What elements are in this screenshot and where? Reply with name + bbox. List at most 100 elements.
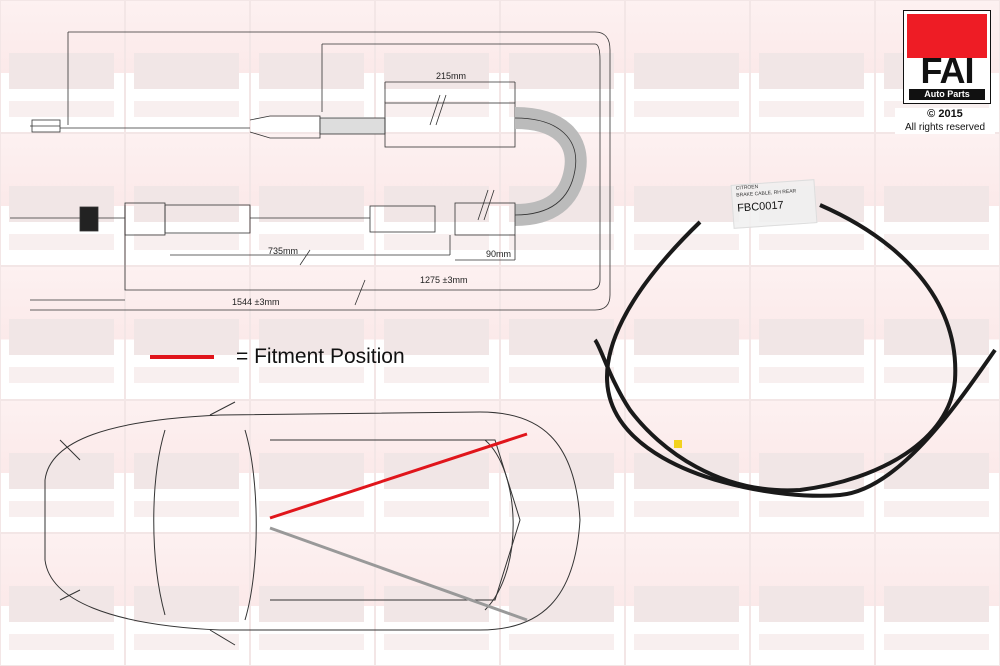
dim-90: 90mm [486,249,511,259]
watermark-sub-shape [259,367,364,384]
watermark-logo-shape [259,585,364,622]
watermark-sub-shape [9,367,114,384]
watermark-sub-shape [759,367,864,384]
fitment-line [269,432,528,520]
watermark-logo-shape [9,585,114,622]
watermark-tile [250,266,375,400]
watermark-logo-shape [509,585,614,622]
watermark-tile [0,0,125,134]
watermark-logo-shape [9,319,114,356]
watermark-tile [125,266,250,400]
watermark-logo-shape [384,319,489,356]
watermark-logo-shape [634,186,739,223]
watermark-tile [125,532,250,666]
watermark-sub-shape [384,234,489,251]
legend-red-line [150,355,214,359]
watermark-sub-shape [134,234,239,251]
watermark-tile [875,532,1000,666]
watermark-sub-shape [509,367,614,384]
watermark-tile [875,266,1000,400]
watermark-logo-shape [259,186,364,223]
watermark-tile [125,0,250,134]
watermark-sub-shape [884,367,989,384]
dim-215: 215mm [436,71,466,81]
watermark-logo-shape [384,186,489,223]
alternate-side-line [269,526,528,622]
watermark-logo-shape [634,53,739,89]
watermark-sub-shape [9,633,114,650]
watermark-logo-shape [884,319,989,356]
globe-icon [907,14,987,58]
watermark-logo-shape [884,585,989,622]
watermark-logo-shape [759,53,864,89]
watermark-sub-shape [259,633,364,650]
watermark-logo-shape [134,186,239,223]
watermark-sub-shape [384,633,489,650]
watermark-sub-shape [509,234,614,251]
watermark-logo-shape [384,53,489,89]
watermark-sub-shape [509,633,614,650]
watermark-tile [250,133,375,267]
watermark-sub-shape [384,500,489,517]
watermark-tile [375,0,500,134]
watermark-tile [125,133,250,267]
watermark-sub-shape [759,500,864,517]
watermark-tile [750,532,875,666]
watermark-logo-shape [384,452,489,489]
watermark-logo-shape [259,452,364,489]
watermark-tile [625,133,750,267]
watermark-logo-shape [634,319,739,356]
watermark-tile [625,266,750,400]
watermark-sub-shape [509,500,614,517]
watermark-sub-shape [634,101,739,117]
logo-subtext: Auto Parts [909,89,985,100]
watermark-sub-shape [634,234,739,251]
label-part-code: FBC0017 [736,199,785,215]
watermark-logo-shape [759,585,864,622]
watermark-sub-shape [134,633,239,650]
legend: = Fitment Position [150,345,405,369]
watermark-sub-shape [884,500,989,517]
watermark-tile [0,532,125,666]
dim-735: 735mm [268,246,298,256]
watermark-sub-shape [884,234,989,251]
watermark-sub-shape [634,367,739,384]
logo-text: FAI [920,50,974,91]
watermark-logo-shape [134,585,239,622]
watermark-sub-shape [9,101,114,117]
watermark-tile [750,0,875,134]
watermark-logo-shape [9,452,114,489]
watermark-sub-shape [634,633,739,650]
watermark-tile [250,532,375,666]
watermark-sub-shape [259,234,364,251]
watermark-logo-shape [384,585,489,622]
watermark-sub-shape [384,101,489,117]
cable-photo [593,203,997,498]
dim-1544: 1544 ±3mm [232,297,279,307]
watermark-tile [750,266,875,400]
copyright: © 2015 All rights reserved [895,108,995,134]
fai-logo: FAI Auto Parts [903,10,991,104]
watermark-logo-shape [509,452,614,489]
watermark-logo-shape [134,53,239,89]
watermark-logo-shape [259,53,364,89]
watermark-tile [500,532,625,666]
watermark-tile [625,532,750,666]
watermark-sub-shape [9,500,114,517]
watermark-logo-shape [134,319,239,356]
watermark-logo-shape [9,53,114,89]
watermark-sub-shape [884,633,989,650]
watermark-sub-shape [634,500,739,517]
dim-1275: 1275 ±3mm [420,275,467,285]
watermark-tile [750,399,875,533]
rights-text: All rights reserved [904,122,986,133]
product-label: CITROEN BRAKE CABLE, RH REAR FBC0017 [730,179,818,229]
watermark-tile [375,266,500,400]
watermark-sub-shape [134,500,239,517]
watermark-sub-shape [9,234,114,251]
watermark-logo-shape [259,319,364,356]
legend-label: = Fitment Position [236,345,405,368]
